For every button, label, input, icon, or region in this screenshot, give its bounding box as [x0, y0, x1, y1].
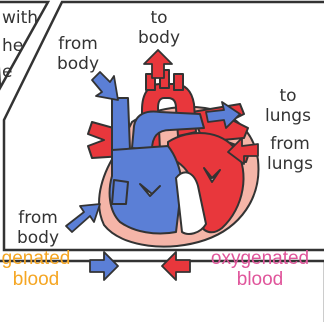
fragment-text-2: he	[2, 36, 23, 56]
label-from-body-bottom-line2: body	[12, 228, 64, 248]
fragment-text-3: e	[2, 62, 12, 82]
superior-vena-cava	[112, 98, 130, 152]
legend-deoxygenated: genated blood	[0, 248, 84, 290]
label-from-body-top-line1: from	[52, 34, 104, 54]
label-from-lungs-line2: lungs	[262, 154, 318, 174]
legend-deoxygenated-line2: blood	[0, 269, 84, 290]
arrow-from-body-top	[92, 72, 118, 100]
label-from-body-top-line2: body	[52, 54, 104, 74]
label-to-body: to body	[134, 8, 184, 48]
label-to-lungs-line1: to	[258, 86, 318, 106]
legend-oxygenated-line2: blood	[200, 269, 320, 290]
inferior-vena-cava	[112, 180, 128, 204]
aorta-branch-3	[174, 74, 183, 90]
label-from-lungs: from lungs	[262, 134, 318, 174]
label-to-lungs: to lungs	[258, 86, 318, 126]
label-from-body-top: from body	[52, 34, 104, 74]
label-to-lungs-line2: lungs	[258, 106, 318, 126]
legend-deoxygenated-line1: genated	[0, 248, 84, 269]
label-to-body-line2: body	[134, 28, 184, 48]
legend-oxygenated: oxygenated blood	[200, 248, 320, 290]
fragment-text-1: with	[2, 8, 38, 28]
label-from-body-bottom: from body	[12, 208, 64, 248]
label-from-lungs-line1: from	[262, 134, 318, 154]
label-to-body-line1: to	[134, 8, 184, 28]
label-from-body-bottom-line1: from	[12, 208, 64, 228]
legend-oxygenated-line1: oxygenated	[200, 248, 320, 269]
